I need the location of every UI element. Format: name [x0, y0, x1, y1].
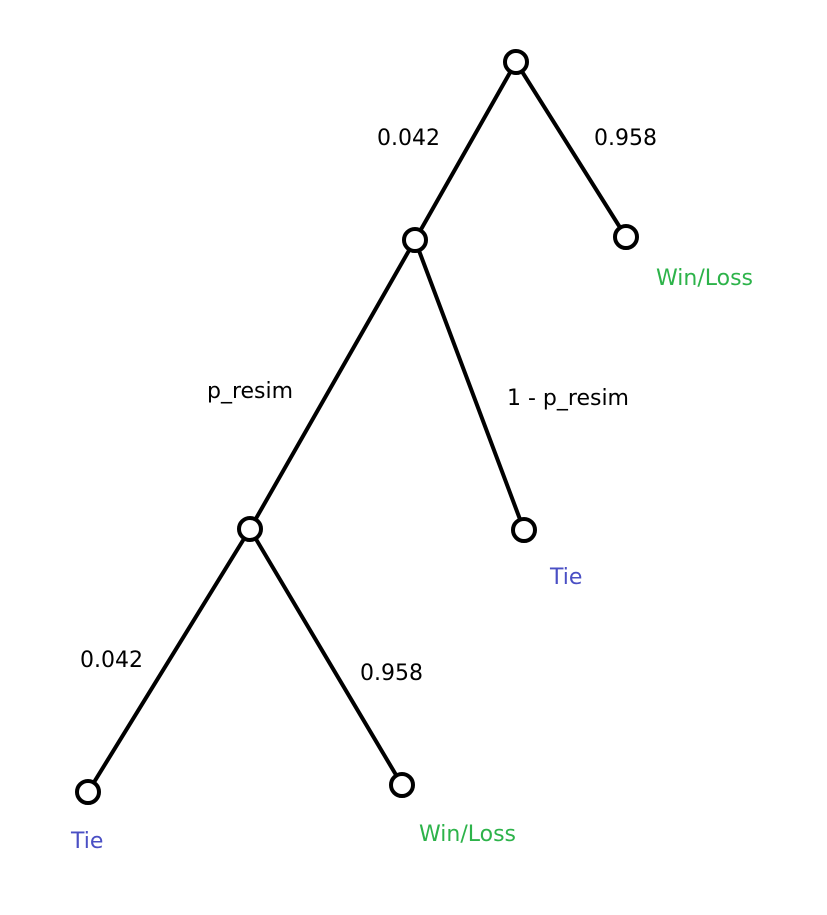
edge-label-root-leaf-root-right: 0.958: [594, 126, 657, 151]
edge-n2-leaf-n2-left: [86, 527, 252, 794]
leaf-label-n2-left: Tie: [70, 829, 103, 854]
node-leaf-n1-right: [511, 517, 537, 543]
edge-label-n2-leaf-n2-right: 0.958: [360, 661, 423, 686]
edge-n1-n2: [248, 238, 417, 531]
edge-n2-leaf-n2-right: [248, 527, 404, 787]
node-leaf-n2-left: [75, 779, 101, 805]
edge-label-n1-n2: p_resim: [207, 379, 293, 404]
node-n1: [402, 227, 428, 253]
edge-root-leaf-root-right: [514, 60, 628, 239]
edge-label-n2-leaf-n2-left: 0.042: [80, 648, 143, 673]
leaf-label-n1-right: Tie: [549, 565, 582, 590]
leaf-label-root-right: Win/Loss: [656, 266, 753, 291]
node-n2: [237, 516, 263, 542]
edge-root-n1: [413, 60, 518, 242]
node-leaf-root-right: [613, 224, 639, 250]
node-leaf-n2-right: [389, 772, 415, 798]
edge-label-n1-leaf-n1-right: 1 - p_resim: [507, 386, 629, 411]
node-root: [503, 49, 529, 75]
leaf-label-n2-right: Win/Loss: [419, 822, 516, 847]
edge-label-root-n1: 0.042: [377, 126, 440, 151]
edge-n1-leaf-n1-right: [413, 238, 526, 532]
